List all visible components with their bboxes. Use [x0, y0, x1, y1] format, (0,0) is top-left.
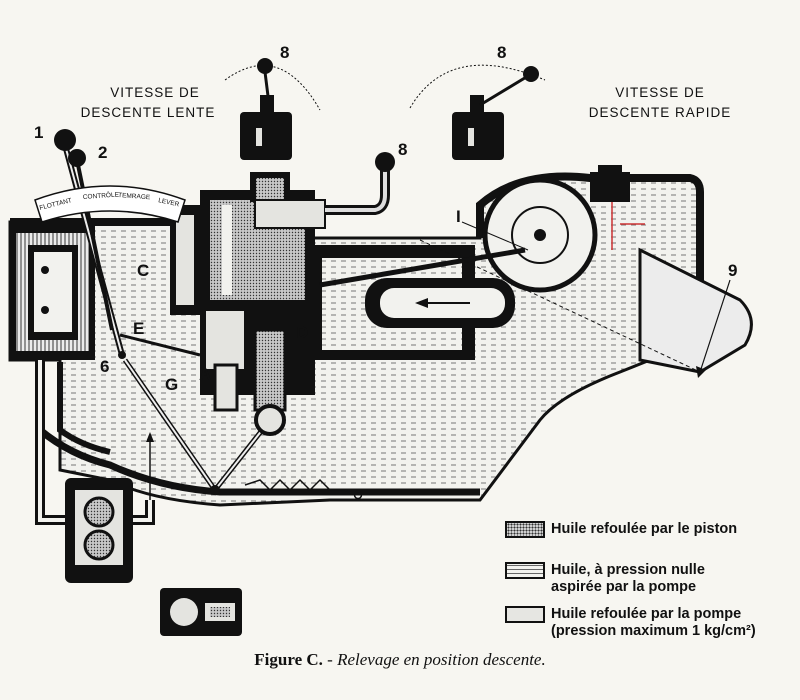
arc-rapide: [409, 64, 546, 109]
caption-figure-number: Figure C.: [254, 650, 323, 669]
caption-separator: -: [322, 650, 338, 669]
label-D: D: [296, 323, 308, 342]
legend-item-piston: Huile refoulée par le piston: [505, 521, 737, 538]
relief-valve: [590, 172, 630, 202]
label-1: 1: [34, 123, 43, 142]
legend-swatch-dash: [505, 562, 545, 579]
legend-swatch-plain: [505, 606, 545, 623]
label-8-lent: 8: [280, 43, 289, 62]
legend-text: Huile refoulée par la pompe (pression ma…: [551, 606, 756, 640]
dial-lever: LEVER: [158, 197, 181, 208]
label-E: E: [133, 319, 144, 338]
label-I: I: [456, 207, 461, 226]
inset-lent: [240, 112, 292, 160]
legend-text-line1: Huile refoulée par la pompe: [551, 606, 742, 622]
label-6: 6: [100, 357, 109, 376]
legend-item-pressure-null: Huile, à pression nulle aspirée par la p…: [505, 562, 705, 596]
dial-temrage: TEMRAGE: [118, 192, 151, 201]
legend-text: Huile refoulée par le piston: [551, 521, 737, 538]
dial-controle: CONTRÔLE: [83, 189, 120, 201]
legend-text-line2: (pression maximum 1 kg/cm²): [551, 623, 756, 639]
label-vitesse-lente-1: VITESSE DE: [110, 85, 200, 100]
legend-swatch-dots: [505, 521, 545, 538]
label-G: G: [165, 375, 178, 394]
inset-rapide: [452, 112, 504, 160]
label-vitesse-rapide-2: DESCENTE RAPIDE: [589, 105, 732, 120]
label-9: 9: [728, 261, 737, 280]
label-8-rapide: 8: [497, 43, 506, 62]
legend-text: Huile, à pression nulle aspirée par la p…: [551, 562, 705, 596]
figure-caption: Figure C. - Relevage en position descent…: [0, 650, 800, 670]
legend-text-line2: aspirée par la pompe: [551, 579, 697, 595]
label-C: C: [137, 261, 149, 280]
legend-text-line1: Huile, à pression nulle: [551, 562, 705, 578]
arc-lent: [224, 65, 321, 111]
legend-text-line1: Huile refoulée par le piston: [551, 521, 738, 537]
bottom-wall: [37, 427, 480, 496]
label-2: 2: [98, 143, 107, 162]
caption-text: Relevage en position descente.: [337, 650, 546, 669]
return-spring: [244, 478, 356, 496]
control-dial: [34, 185, 186, 223]
handle-8-center: [325, 165, 390, 215]
label-A: A: [199, 365, 211, 384]
label-vitesse-lente-2: DESCENTE LENTE: [81, 105, 216, 120]
legend-item-pump: Huile refoulée par la pompe (pression ma…: [505, 606, 756, 640]
output-shaft: [638, 247, 753, 374]
label-vitesse-rapide-1: VITESSE DE: [615, 85, 705, 100]
label-8-center: 8: [398, 140, 407, 159]
